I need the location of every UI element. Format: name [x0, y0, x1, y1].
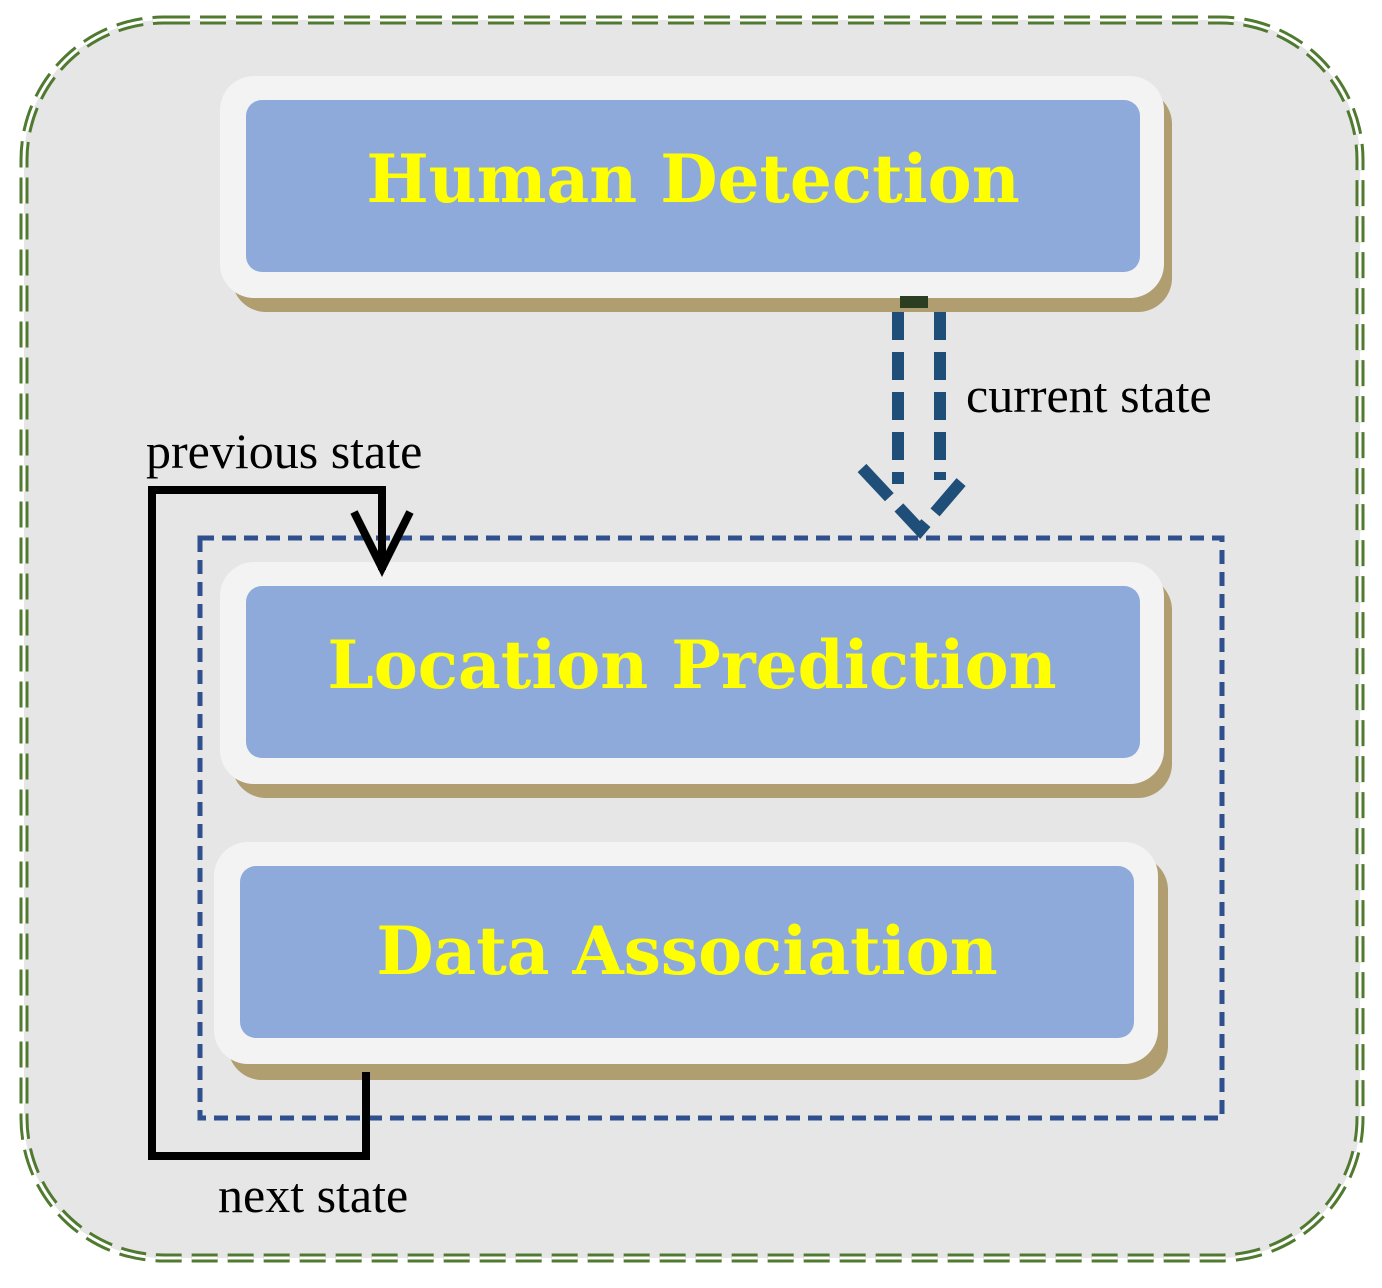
- state-loop-arrow: [148, 486, 414, 1160]
- human-detection-box: Human Detection: [220, 76, 1172, 312]
- current-state-arrow: [857, 296, 973, 539]
- previous-state-label: previous state: [146, 423, 422, 479]
- location-prediction-label: Location Prediction: [327, 626, 1056, 704]
- outer-container-inner-line: [22, 18, 1362, 1260]
- location-prediction-box: Location Prediction: [220, 562, 1172, 798]
- next-state-label: next state: [218, 1167, 408, 1223]
- human-detection-label: Human Detection: [366, 140, 1019, 218]
- tracking-group-border: [197, 535, 1225, 1121]
- current-state-label: current state: [966, 367, 1212, 423]
- data-association-box: Data Association: [214, 842, 1168, 1080]
- data-association-label: Data Association: [376, 912, 997, 990]
